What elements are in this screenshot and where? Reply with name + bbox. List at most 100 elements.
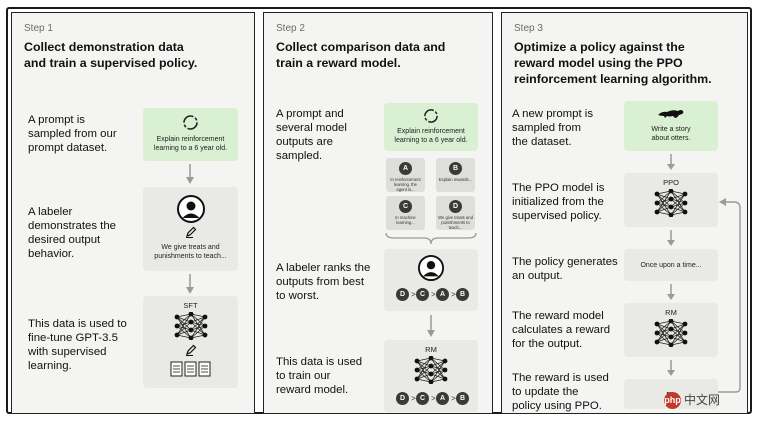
ranking-row: D > C > A > B bbox=[396, 392, 469, 406]
rank-badge: A bbox=[436, 288, 449, 301]
nn-edge bbox=[430, 369, 446, 383]
step3-prompt-text: Write a story about otters. bbox=[624, 125, 718, 143]
rank-badge: B bbox=[456, 288, 469, 301]
nn-node bbox=[174, 332, 180, 338]
nn-node bbox=[188, 327, 194, 333]
nn-node bbox=[188, 319, 194, 325]
step3-rm-card: RM bbox=[624, 303, 718, 357]
step3-title-line: reinforcement learning algorithm. bbox=[514, 72, 712, 86]
desc-line: sampled from our bbox=[28, 128, 117, 140]
step3-title-line: Optimize a policy against the bbox=[514, 40, 685, 54]
step1-sft-card: SFT bbox=[143, 296, 238, 388]
nn-edge bbox=[670, 328, 686, 343]
arrow-down-icon bbox=[667, 154, 675, 170]
nn-node bbox=[668, 342, 674, 347]
nn-node bbox=[654, 330, 660, 336]
nn-edge bbox=[190, 316, 206, 323]
nn-node bbox=[668, 319, 674, 324]
person-icon bbox=[418, 255, 444, 281]
nn-edge bbox=[656, 193, 672, 208]
neural-network-icon bbox=[414, 356, 448, 384]
nn-node bbox=[682, 191, 688, 197]
sft-label: SFT bbox=[183, 301, 198, 310]
arrow-down-icon bbox=[186, 164, 194, 184]
desc-line: outputs are bbox=[276, 136, 333, 148]
php-logo-icon: php bbox=[664, 392, 681, 410]
desc-line: several model bbox=[276, 122, 347, 134]
desc-line: reward model. bbox=[276, 384, 349, 396]
nn-edge bbox=[656, 332, 672, 346]
nn-node bbox=[428, 363, 434, 369]
nn-node bbox=[442, 376, 448, 382]
arrow-down-icon bbox=[667, 360, 675, 376]
step3-desc-prompt: A new prompt is sampled from the dataset… bbox=[512, 107, 593, 149]
step2-desc-train: This data is used to train our reward mo… bbox=[276, 355, 362, 397]
nn-node bbox=[682, 330, 688, 336]
labeler-line: We give treats and bbox=[161, 244, 220, 251]
desc-line: The PPO model is bbox=[512, 182, 605, 194]
nn-edge bbox=[670, 193, 686, 216]
nn-edge bbox=[416, 369, 432, 383]
rank-separator: > bbox=[451, 290, 456, 299]
desc-line: to train our bbox=[276, 370, 331, 382]
nn-node bbox=[654, 209, 660, 215]
nn-edge bbox=[176, 316, 192, 331]
step3-desc-update: The reward is used to update the policy … bbox=[512, 371, 609, 413]
nn-node bbox=[428, 379, 434, 384]
nn-edge bbox=[670, 320, 686, 334]
nn-edge bbox=[670, 193, 686, 200]
nn-node bbox=[668, 189, 674, 194]
desc-line: to update the bbox=[512, 386, 579, 398]
nn-node bbox=[682, 200, 688, 206]
nn-edge bbox=[656, 336, 672, 343]
nn-node bbox=[414, 367, 420, 373]
ppo-label: PPO bbox=[663, 178, 679, 187]
step3-ppo-card: PPO bbox=[624, 173, 718, 227]
desc-line: policy using PPO. bbox=[512, 400, 602, 412]
nn-edge bbox=[176, 321, 192, 336]
nn-node bbox=[682, 209, 688, 215]
step2-panel: Step 2 Collect comparison data and train… bbox=[263, 12, 493, 414]
prompt-line: learning to a 6 year old. bbox=[394, 137, 468, 144]
documents-icon bbox=[170, 361, 211, 377]
step3-desc-reward: The reward model calculates a reward for… bbox=[512, 309, 610, 351]
nn-edge bbox=[656, 206, 672, 213]
nn-node bbox=[202, 323, 208, 329]
rank-separator: > bbox=[451, 394, 456, 403]
pencil-icon bbox=[186, 226, 197, 238]
arrow-down-icon bbox=[667, 230, 675, 246]
nn-edge bbox=[670, 323, 686, 338]
desc-line: for the output. bbox=[512, 338, 583, 350]
step1-panel: Step 1 Collect demonstration data and tr… bbox=[11, 12, 255, 414]
nn-edge bbox=[430, 360, 446, 383]
nn-edge bbox=[416, 357, 432, 371]
nn-node bbox=[682, 321, 688, 327]
output-card-c: C In machine learning... bbox=[386, 196, 425, 230]
step3-prompt-card: Write a story about otters. bbox=[624, 101, 718, 151]
nn-edge bbox=[190, 313, 206, 327]
output-text: In machine learning... bbox=[386, 215, 425, 225]
output-card-d: D We give treats and punishments to teac… bbox=[436, 196, 475, 230]
nn-edge bbox=[670, 190, 686, 213]
desc-line: with supervised bbox=[28, 346, 107, 358]
step1-desc-finetune: This data is used to fine-tune GPT-3.5 w… bbox=[28, 317, 127, 373]
step1-prompt-card: Explain reinforcement learning to a 6 ye… bbox=[143, 108, 238, 161]
step3-output-card: Once upon a time... bbox=[624, 249, 718, 281]
pencil-icon bbox=[186, 344, 197, 356]
nn-edge bbox=[670, 198, 686, 213]
nn-node bbox=[188, 335, 194, 340]
nn-edge bbox=[176, 325, 192, 339]
desc-line: calculates a reward bbox=[512, 324, 611, 336]
output-text: In reinforcement learning, the agent is.… bbox=[386, 177, 425, 192]
rank-badge: C bbox=[416, 288, 429, 301]
output-line: learning... bbox=[396, 220, 415, 225]
rank-badge: D bbox=[396, 288, 409, 301]
nn-node bbox=[414, 358, 420, 364]
desc-line: A new prompt is bbox=[512, 108, 594, 120]
output-text: Explain rewards... bbox=[436, 177, 475, 182]
nn-edge bbox=[190, 316, 206, 331]
nn-edge bbox=[670, 202, 686, 216]
step3-desc-generate: The policy generates an output. bbox=[512, 255, 618, 283]
nn-edge bbox=[656, 328, 672, 343]
nn-edge bbox=[656, 323, 672, 338]
